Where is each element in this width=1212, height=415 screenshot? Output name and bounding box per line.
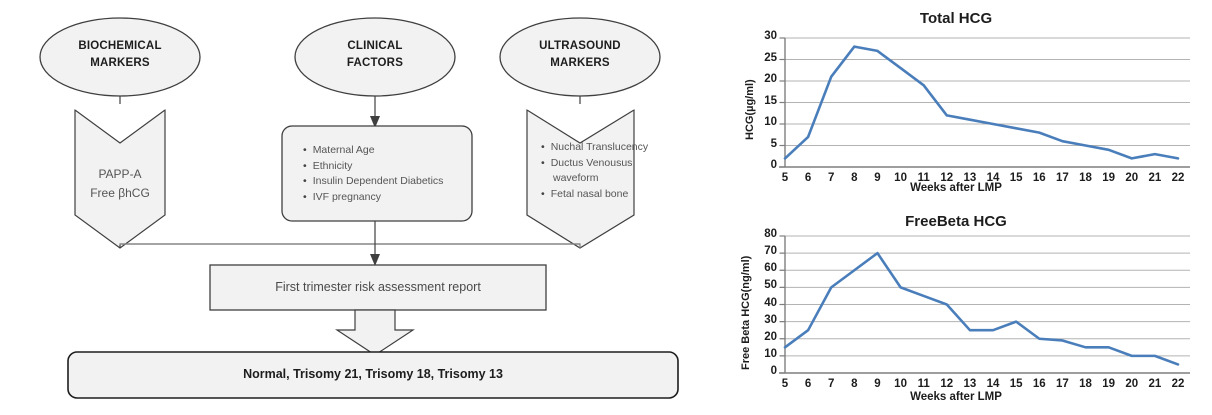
x-tick-label: 22 bbox=[1171, 378, 1185, 390]
data-series-line bbox=[783, 45, 1180, 160]
x-tick-label: 19 bbox=[1102, 172, 1116, 184]
chevron-biochemical-notch-outline bbox=[74, 109, 166, 144]
chevron-biochemical-notch bbox=[75, 104, 165, 143]
x-tick-label: 7 bbox=[828, 172, 835, 184]
y-tick-label: 80 bbox=[764, 228, 777, 240]
y-tick-label: 20 bbox=[764, 330, 777, 343]
data-series-line bbox=[783, 251, 1180, 366]
ultrasound-items: Nuchal Translucency Ductus Venousus wave… bbox=[541, 140, 648, 202]
x-tick-label: 14 bbox=[986, 172, 1000, 184]
x-tick-label: 5 bbox=[781, 378, 789, 390]
box-result[interactable] bbox=[67, 351, 679, 399]
ellipse-ultrasound-label: ULTRASOUND MARKERS bbox=[500, 38, 660, 72]
y-tick-label: 30 bbox=[764, 30, 777, 42]
x-tick-label: 17 bbox=[1056, 172, 1069, 184]
x-tick-label: 21 bbox=[1148, 378, 1162, 390]
x-tick-label: 15 bbox=[1009, 172, 1023, 184]
ultrasound-item-0: Nuchal Translucency bbox=[541, 140, 648, 156]
biochemical-items: PAPP-A Free βhCG bbox=[55, 165, 185, 203]
block-arrow-report-to-result bbox=[334, 309, 416, 356]
clinical-item-3: IVF pregnancy bbox=[303, 190, 443, 206]
y-tick-label: 10 bbox=[764, 116, 777, 128]
x-tick-label: 21 bbox=[1148, 172, 1162, 184]
y-tick-label: 15 bbox=[764, 94, 777, 107]
y-tick-label: 5 bbox=[770, 137, 777, 150]
x-tick-label: 9 bbox=[874, 378, 881, 390]
x-tick-label: 11 bbox=[917, 172, 930, 184]
y-tick-label: 50 bbox=[764, 279, 777, 292]
chart-freebeta-hcg-plot bbox=[779, 235, 1190, 374]
x-tick-label: 5 bbox=[781, 172, 789, 184]
ellipse-ultrasound-line1: ULTRASOUND bbox=[539, 40, 621, 52]
biochemical-item-1: Free βhCG bbox=[90, 186, 150, 200]
x-tick-label: 20 bbox=[1125, 172, 1139, 184]
y-tick-label: 0 bbox=[770, 159, 777, 171]
clinical-items: Maternal Age Ethnicity Insulin Dependent… bbox=[303, 143, 444, 206]
ultrasound-item-3: Fetal nasal bone bbox=[541, 187, 648, 203]
chart-freebeta-hcg-title: FreeBeta HCG bbox=[905, 213, 1007, 230]
x-tick-label: 16 bbox=[1032, 172, 1046, 184]
merge-bus bbox=[119, 243, 581, 248]
ellipse-biochemical-line1: BIOCHEMICAL bbox=[78, 40, 162, 52]
ellipse-clinical-line2: FACTORS bbox=[346, 57, 404, 69]
x-tick-label: 13 bbox=[963, 172, 977, 184]
ellipse-clinical-line1: CLINICAL bbox=[347, 40, 403, 52]
ellipse-ultrasound-line2: MARKERS bbox=[550, 57, 610, 69]
arrowhead-clinical bbox=[370, 116, 380, 128]
x-tick-label: 15 bbox=[1009, 378, 1023, 390]
x-tick-label: 14 bbox=[986, 378, 1000, 390]
arrowhead-report bbox=[370, 254, 380, 266]
y-tick-label: 30 bbox=[764, 313, 777, 326]
x-tick-label: 13 bbox=[963, 378, 977, 390]
y-tick-label: 60 bbox=[764, 262, 777, 275]
ellipse-biochemical-line2: MARKERS bbox=[90, 57, 150, 69]
chart-total-hcg-xlabel: Weeks after LMP bbox=[910, 182, 1002, 194]
ultrasound-item-1: Ductus Venousus bbox=[541, 156, 648, 172]
report-box-label: First trimester risk assessment report bbox=[275, 280, 481, 294]
x-tick-label: 19 bbox=[1102, 378, 1116, 390]
x-tick-label: 20 bbox=[1125, 378, 1139, 390]
y-tick-label: 20 bbox=[764, 73, 777, 85]
x-tick-label: 8 bbox=[851, 172, 858, 184]
x-tick-label: 18 bbox=[1079, 172, 1092, 184]
clinical-item-1: Ethnicity bbox=[303, 159, 443, 175]
chart-total-hcg-title: Total HCG bbox=[919, 10, 993, 27]
ultrasound-item-2-cont: waveform bbox=[553, 172, 599, 184]
clinical-item-2: Insulin Dependent Diabetics bbox=[303, 174, 444, 190]
x-tick-label: 6 bbox=[804, 378, 812, 390]
chart-total-hcg-plot bbox=[779, 37, 1190, 168]
x-tick-label: 18 bbox=[1079, 378, 1092, 390]
result-box-label: Normal, Trisomy 21, Trisomy 18, Trisomy … bbox=[243, 367, 503, 381]
x-tick-label: 22 bbox=[1171, 172, 1185, 184]
x-tick-label: 11 bbox=[917, 378, 930, 390]
flow-diagram: BIOCHEMICAL MARKERS CLINICAL FACTORS ULT… bbox=[0, 0, 700, 415]
x-tick-label: 7 bbox=[828, 378, 835, 390]
x-tick-label: 17 bbox=[1056, 378, 1069, 390]
x-tick-label: 8 bbox=[851, 378, 858, 390]
x-tick-label: 16 bbox=[1032, 378, 1046, 390]
y-tick-label: 25 bbox=[764, 51, 777, 64]
x-tick-label: 12 bbox=[940, 378, 954, 390]
x-tick-label: 10 bbox=[894, 378, 907, 390]
y-tick-label: 70 bbox=[764, 245, 777, 258]
x-tick-label: 9 bbox=[874, 172, 881, 184]
ellipse-biochemical-label: BIOCHEMICAL MARKERS bbox=[40, 38, 200, 72]
ellipse-clinical-label: CLINICAL FACTORS bbox=[295, 38, 455, 72]
y-tick-label: 40 bbox=[764, 296, 777, 309]
chart-freebeta-hcg: FreeBeta HCG Free Beta HCG(ng/ml) Weeks … bbox=[700, 205, 1212, 415]
x-tick-label: 12 bbox=[940, 172, 954, 184]
chevron-ultrasound-notch bbox=[527, 104, 634, 143]
x-tick-label: 10 bbox=[894, 172, 907, 184]
y-tick-label: 10 bbox=[764, 347, 777, 360]
chart-freebeta-hcg-xlabel: Weeks after LMP bbox=[910, 391, 1002, 403]
y-tick-label: 0 bbox=[770, 365, 777, 377]
clinical-item-0: Maternal Age bbox=[303, 143, 443, 159]
x-tick-label: 6 bbox=[804, 172, 812, 184]
biochemical-item-0: PAPP-A bbox=[98, 167, 142, 181]
